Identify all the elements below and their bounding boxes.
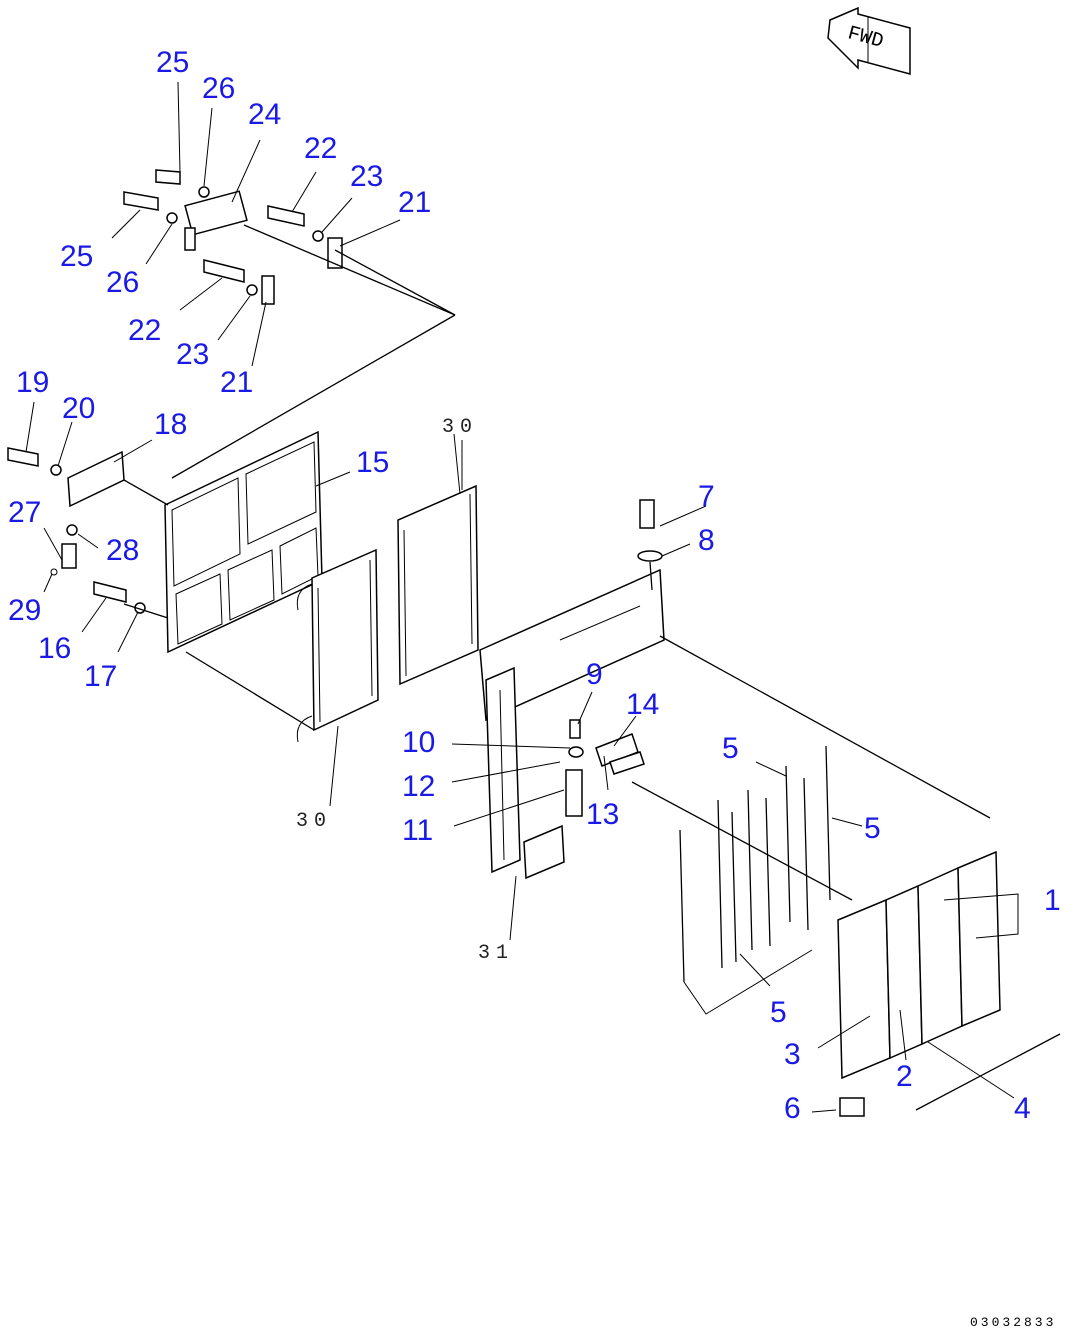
callout-26-lower: 26 [106, 266, 139, 299]
callout-26-upper: 26 [202, 72, 235, 105]
callout-17: 17 [84, 660, 117, 693]
callout-3: 3 [784, 1038, 801, 1071]
callout-23-lower: 23 [176, 338, 209, 371]
callout-9: 9 [586, 658, 603, 691]
callout-10: 10 [402, 726, 435, 759]
callout-21-upper: 21 [398, 186, 431, 219]
callout-18: 18 [154, 408, 187, 441]
callout-13: 13 [586, 798, 619, 831]
callout-1: 1 [1044, 884, 1061, 917]
reference-labels: 30 30 31 [296, 416, 514, 965]
callout-25-upper: 25 [156, 46, 189, 79]
drawing-code: 03032833 [970, 1315, 1056, 1330]
callout-22-upper: 22 [304, 132, 337, 165]
cooler-rear [397, 440, 479, 686]
callout-7: 7 [698, 480, 715, 513]
seal-strips [679, 745, 831, 1015]
top-bracket-assembly [123, 169, 456, 479]
callout-2: 2 [896, 1060, 913, 1093]
callout-15: 15 [356, 446, 389, 479]
callout-5-bottom: 5 [770, 996, 787, 1029]
callout-12: 12 [402, 770, 435, 803]
callout-16: 16 [38, 632, 71, 665]
callout-29: 29 [8, 594, 41, 627]
callout-28: 28 [106, 534, 139, 567]
callout-25-lower: 25 [60, 240, 93, 273]
callout-4: 4 [1014, 1092, 1031, 1125]
radiator-cores [837, 850, 1061, 1117]
leader-lines [25, 81, 1019, 1113]
callout-14: 14 [626, 688, 659, 721]
callout-27: 27 [8, 496, 41, 529]
callout-24: 24 [248, 98, 281, 131]
shroud-panel [164, 430, 323, 654]
ref-30-lower: 30 [296, 810, 332, 833]
callouts: 25 26 24 22 23 21 25 26 22 23 21 19 20 1… [8, 46, 1061, 1125]
cooler-front [185, 548, 379, 743]
callout-23-upper: 23 [350, 160, 383, 193]
callout-19: 19 [16, 366, 49, 399]
ref-30-upper: 30 [442, 416, 478, 439]
callout-22-lower: 22 [128, 314, 161, 347]
callout-6: 6 [784, 1092, 801, 1125]
callout-20: 20 [62, 392, 95, 425]
radiator-frame [479, 499, 991, 901]
ref-31: 31 [478, 942, 514, 965]
forward-direction-marker: FWD [827, 6, 911, 75]
callout-5-top: 5 [722, 732, 739, 765]
callout-21-lower: 21 [220, 366, 253, 399]
callout-8: 8 [698, 524, 715, 557]
callout-11: 11 [402, 814, 433, 847]
callout-5-right: 5 [864, 812, 881, 845]
small-bracket-and-fasteners [7, 447, 169, 619]
